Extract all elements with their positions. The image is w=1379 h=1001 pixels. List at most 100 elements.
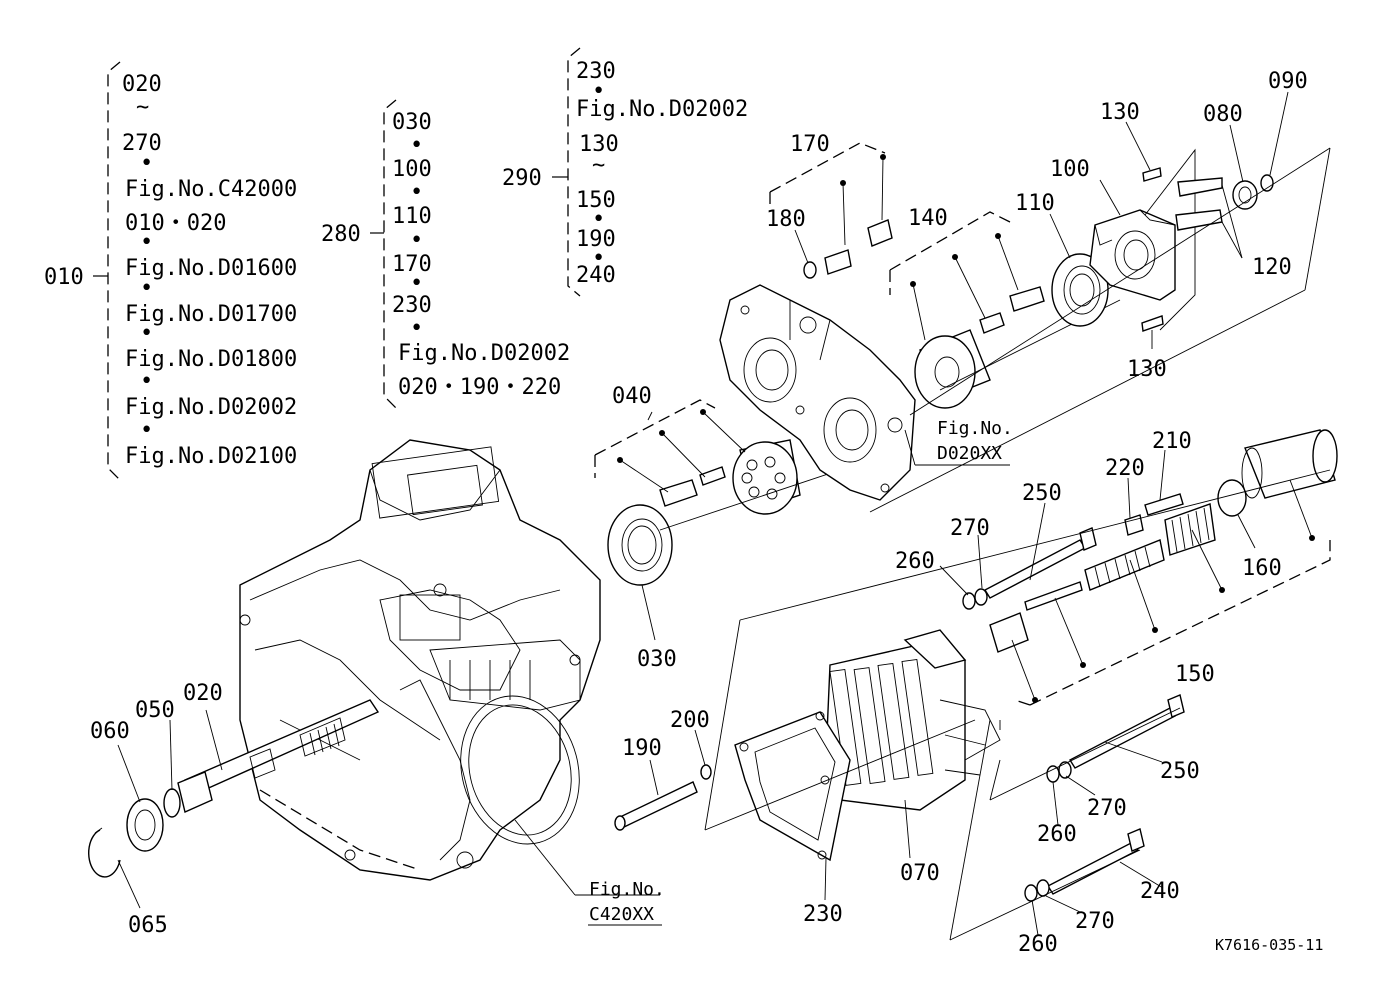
bolt-240	[1047, 828, 1145, 895]
group-010-line: Fig.No.D01600	[125, 256, 297, 281]
dashed-subassembly-140	[889, 211, 1019, 341]
group-280-line: 110	[392, 204, 432, 229]
callout-220: 220	[1105, 456, 1145, 481]
bolt-250-lower	[1069, 694, 1185, 769]
callout-080: 080	[1203, 102, 1243, 127]
group-010-line: Fig.No.D02002	[125, 395, 297, 420]
callout-150: 150	[1175, 662, 1215, 687]
callout-270-lower: 270	[1075, 909, 1115, 934]
group-010-line: Fig.No.D01700	[125, 302, 297, 327]
fig-ref-d020xx-line2: D020XX	[937, 443, 1002, 464]
fig-ref-d020xx[interactable]: Fig.No. D020XX	[937, 418, 1013, 464]
fig-ref-c420xx[interactable]: Fig.No. C420XX	[588, 879, 665, 926]
callout-250-lower: 250	[1160, 759, 1200, 784]
input-shaft	[177, 699, 380, 813]
group-280-label: 280	[321, 222, 361, 247]
cover-100	[1089, 209, 1176, 301]
callout-070: 070	[900, 861, 940, 886]
group-280: 280 030 • 100 • 110 • 170 • 230 • Fig.No…	[321, 99, 570, 409]
group-010-line: •	[140, 151, 153, 176]
callout-190: 190	[622, 736, 662, 761]
dashed-subassembly-170	[769, 142, 886, 246]
plunger-170	[803, 219, 893, 279]
group-280-line: •	[410, 316, 423, 341]
group-280-line: Fig.No.D02002	[398, 341, 570, 366]
callout-130-upper: 130	[1100, 100, 1140, 125]
group-290-line: 130	[579, 132, 619, 157]
ring-090	[1260, 174, 1274, 192]
callout-160: 160	[1242, 556, 1282, 581]
group-010-line: •	[140, 276, 153, 301]
screw-130-upper	[1142, 167, 1162, 182]
group-010-line: 020	[122, 72, 162, 97]
callout-065: 065	[128, 913, 168, 938]
pump-rotor-040	[659, 439, 901, 531]
circlip-050	[163, 788, 181, 818]
group-290-line: 150	[576, 188, 616, 213]
drawing-code: K7616-035-11	[1215, 936, 1323, 954]
group-280-line: 020・190・220	[398, 375, 561, 400]
bolt-210	[1144, 493, 1184, 516]
callout-270-mid: 270	[1087, 796, 1127, 821]
callout-040: 040	[612, 384, 652, 409]
group-010-line: 010・020	[125, 211, 226, 236]
group-280-line: •	[410, 133, 423, 158]
group-290-line: •	[592, 246, 605, 271]
group-010-label: 010	[44, 265, 84, 290]
group-280-line: •	[410, 180, 423, 205]
snap-ring-065	[88, 827, 121, 878]
callout-180: 180	[766, 207, 806, 232]
group-010-line: Fig.No.C42000	[125, 177, 297, 202]
callout-130-lower: 130	[1127, 357, 1167, 382]
group-280-line: •	[410, 228, 423, 253]
group-010-line: •	[140, 369, 153, 394]
callout-100: 100	[1050, 157, 1090, 182]
group-290-line: •	[592, 207, 605, 232]
group-290-line: ~	[592, 153, 605, 178]
callout-270-upper: 270	[950, 516, 990, 541]
group-010-line: •	[140, 321, 153, 346]
group-010: 010 020 ~ 270 • Fig.No.C42000 010・020 • …	[44, 61, 297, 481]
callout-170: 170	[790, 132, 830, 157]
washer-270-upper	[974, 588, 988, 606]
leader-lines	[117, 91, 1289, 936]
needle-bearing-080	[1232, 180, 1258, 210]
o-ring-200	[700, 764, 712, 780]
callout-200: 200	[670, 708, 710, 733]
group-010-line: Fig.No.D02100	[125, 444, 297, 469]
group-010-line: •	[140, 418, 153, 443]
callout-140: 140	[908, 206, 948, 231]
bearing-060	[126, 798, 164, 852]
group-010-line: ~	[136, 95, 149, 120]
group-290-line: 240	[576, 263, 616, 288]
spring-150	[989, 503, 1216, 653]
callout-110: 110	[1015, 191, 1055, 216]
fig-ref-c420xx-line1: Fig.No.	[589, 879, 665, 900]
gasket-230	[734, 711, 851, 862]
bearing-110	[1051, 253, 1109, 327]
fig-ref-c420xx-line2: C420XX	[589, 904, 654, 925]
washer-270-mid	[1058, 761, 1072, 779]
dashed-subassembly-150	[1011, 479, 1331, 706]
valve-body-070	[824, 629, 1001, 811]
nut-220	[1124, 514, 1144, 536]
assembly-boundary-lines	[514, 147, 1331, 941]
callout-260-upper: 260	[895, 549, 935, 574]
screw-130-lower	[1141, 315, 1164, 332]
callout-060: 060	[90, 719, 130, 744]
transmission-case	[239, 439, 601, 881]
callout-230: 230	[803, 902, 843, 927]
group-280-line: 100	[392, 157, 432, 182]
callout-labels: 020 030 040 050 060 065 070 080 090 100 …	[90, 69, 1308, 957]
group-280-line: 030	[392, 110, 432, 135]
valve-housing	[719, 284, 916, 501]
pin-190	[614, 781, 698, 831]
group-290-line: 190	[576, 227, 616, 252]
callout-260-mid: 260	[1037, 822, 1077, 847]
washer-260-lower	[1024, 884, 1038, 902]
dashed-subassembly-040	[594, 399, 746, 493]
callout-210: 210	[1152, 429, 1192, 454]
callout-020: 020	[183, 681, 223, 706]
group-280-line: 230	[392, 293, 432, 318]
